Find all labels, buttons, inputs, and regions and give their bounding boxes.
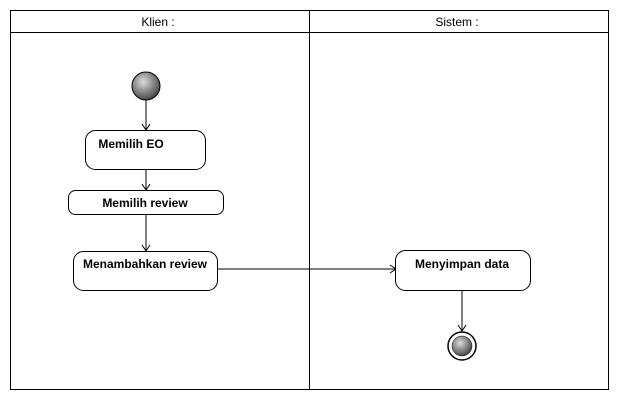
arrowhead-final: [457, 324, 467, 332]
action-label-memilih-review: Memilih review: [102, 196, 188, 210]
action-memilih-eo: Memilih EO: [85, 130, 206, 170]
action-memilih-review: Memilih review: [68, 190, 224, 215]
action-menambahkan-review: Menambahkan review: [73, 251, 218, 291]
action-label-menambahkan-review: Menambahkan review: [83, 257, 208, 271]
action-label-menyimpan-data: Menyimpan data: [415, 257, 509, 271]
lane-title-sistem: Sistem :: [435, 15, 478, 29]
action-label-memilih-eo: Memilih EO: [98, 137, 163, 151]
initial-node: [131, 71, 161, 101]
lane-title-klien: Klien :: [141, 15, 174, 29]
action-menyimpan-data: Menyimpan data: [395, 250, 531, 291]
final-node: [447, 331, 477, 361]
